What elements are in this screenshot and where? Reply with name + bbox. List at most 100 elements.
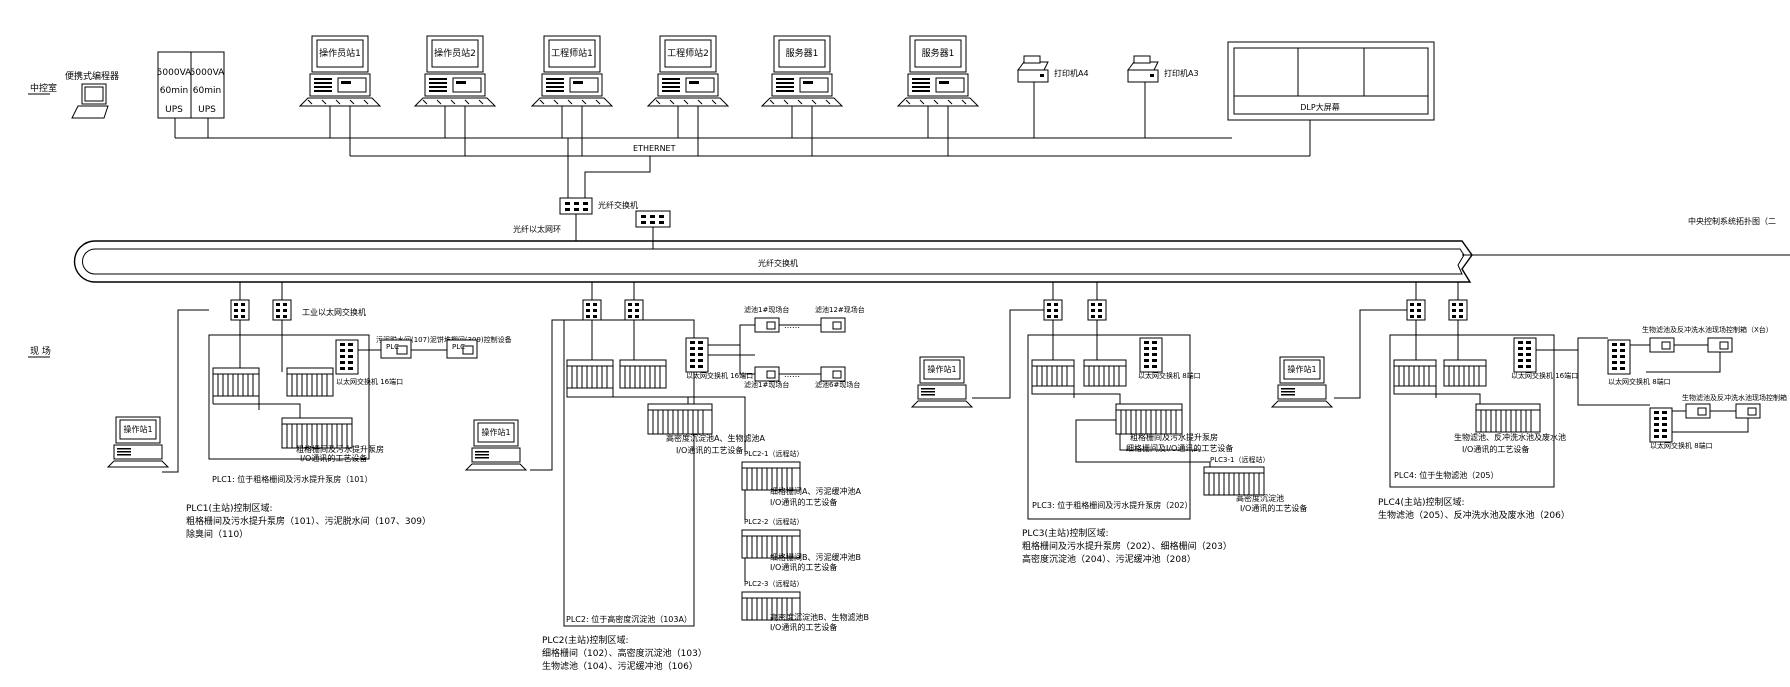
plc1-remote-plc-b: PLC xyxy=(446,339,478,359)
plc4-field-panel xyxy=(1685,403,1711,419)
diagram-title: 中央控制系统拓扑图（二 xyxy=(1688,216,1776,226)
station-label: 操作站1 xyxy=(1287,364,1316,374)
plc4-box-label: PLC4: 位于生物滤池（205） xyxy=(1394,470,1498,480)
connector-line xyxy=(1393,386,1481,404)
ups-runtime: 60min xyxy=(160,86,188,96)
fiber-switch-label: 光纤交换机 xyxy=(758,258,798,268)
plc1-area-line2: 除臭间（110） xyxy=(186,528,248,540)
plc3-area-line2: 高密度沉淀池（204）、污泥缓冲池（208） xyxy=(1022,553,1196,565)
printer-a3-icon: 打印机A3 xyxy=(1127,55,1199,83)
plc3-switch-8 xyxy=(1139,337,1163,373)
plc1-switch-16 xyxy=(335,339,359,375)
connector-line xyxy=(566,388,689,404)
plc2-operator-station: 操作站1 xyxy=(464,419,528,471)
connector-line xyxy=(1334,309,1407,399)
plc3-box-label: PLC3: 位于粗格栅间及污水提升泵房（202） xyxy=(1032,500,1192,510)
station-label: 操作站1 xyxy=(481,427,510,437)
plc4-switch-label: 以太网交换机 16端口 xyxy=(1511,371,1578,380)
fiber-switch-2 xyxy=(635,210,671,228)
plc4-io-rack xyxy=(1475,403,1541,433)
plc2-area-title: PLC2(主站)控制区域: xyxy=(542,634,629,646)
ups-label: UPS xyxy=(165,105,183,115)
connector-line xyxy=(1031,386,1121,404)
connector-line xyxy=(688,396,746,452)
plc2-area-line2: 生物滤池（104）、污泥缓冲池（106） xyxy=(542,660,698,672)
dlp-label: DLP大屏幕 xyxy=(1300,102,1339,112)
station-label: 操作员站1 xyxy=(319,47,361,59)
plc3-rack-b xyxy=(1083,359,1127,387)
plc4-rack-b xyxy=(1443,359,1487,387)
plc4-field-panel xyxy=(1707,337,1733,353)
plc1-rack-a xyxy=(212,367,260,397)
plc2-sub1-rack xyxy=(741,461,801,491)
connector-line xyxy=(530,319,564,471)
plc2-sub3-label: 高密度沉淀池B、生物滤池B xyxy=(770,612,869,622)
plc4-io-label: 生物滤池、反冲洗水池及废水池 xyxy=(1454,432,1566,442)
ring-switch xyxy=(1043,299,1063,321)
connector-line xyxy=(162,309,209,473)
connector-line xyxy=(708,324,755,346)
plc3-sub-label: 高密度沉淀池 xyxy=(1236,493,1284,503)
printer-label: 打印机A3 xyxy=(1164,68,1199,78)
zone-label-field: 现 场 xyxy=(30,346,51,357)
plc2-panel-label: 滤池1#现场台 xyxy=(744,305,789,314)
plc1-remote-plc-a: PLC xyxy=(380,339,412,359)
plc2-field-panel xyxy=(820,366,846,382)
connector-line xyxy=(1075,419,1211,470)
fiber-ring-label: 光纤以太网环 xyxy=(513,224,561,234)
industrial-switch-label: 工业以太网交换机 xyxy=(302,307,366,317)
plc2-io-rack xyxy=(647,403,713,435)
ups-capacity: 5000VA xyxy=(157,68,192,78)
plc3-operator-station: 操作站1 xyxy=(910,356,974,408)
laptop-icon xyxy=(71,83,109,119)
workstation-1: 操作员站1 xyxy=(298,35,382,107)
plc2-sub2-rack xyxy=(741,529,801,559)
connector-line xyxy=(1646,352,1721,373)
plc3-rack-a xyxy=(1031,359,1075,387)
station-label: 操作员站2 xyxy=(434,47,476,59)
plc2-sub1-label2: I/O通讯的工艺设备 xyxy=(770,497,837,507)
fiber-switch-label: 光纤交换机 xyxy=(598,200,638,210)
station-label: 服务器1 xyxy=(922,47,955,59)
plc2-box-label: PLC2: 位于高密度沉淀池（103A） xyxy=(566,614,692,624)
connector-line xyxy=(739,345,755,375)
ethernet-label: ETHERNET xyxy=(633,144,676,153)
plc2-sub1-label: 细格栅间A、污泥缓冲池A xyxy=(770,486,861,496)
plc1-io-label2: I/O通讯的工艺设备 xyxy=(300,453,367,463)
plc1-remote-label: 污泥脱水间(107)泥饼堆棚间(309)控制设备 xyxy=(376,335,512,344)
station-label: 操作站1 xyxy=(123,424,152,434)
workstation-5: 服务器1 xyxy=(760,35,844,107)
connector-line xyxy=(1119,434,1200,451)
plc2-sub2-tag: PLC2-2（远程站） xyxy=(744,517,803,526)
plc2-sub2-label: 细格栅间B、污泥缓冲池B xyxy=(770,552,861,562)
plc1-rack-b xyxy=(286,367,334,397)
plc3-sub-label2: I/O通讯的工艺设备 xyxy=(1240,503,1307,513)
workstation-2: 操作员站2 xyxy=(413,35,497,107)
ring-switch xyxy=(272,299,292,321)
plc2-panel-label: 滤池1#现场台 xyxy=(744,380,789,389)
connector-line xyxy=(1536,337,1608,351)
plc3-io-label: 粗格栅间及污水提升泵房 xyxy=(1130,432,1218,442)
plc1-operator-station: 操作站1 xyxy=(106,416,170,468)
plc2-io-label: 高密度沉淀池A、生物滤池A xyxy=(666,433,765,443)
plc4-area-line1: 生物滤池（205）、反冲洗水池及废水池（206） xyxy=(1378,509,1570,521)
fiber-ring-outer xyxy=(73,240,1473,283)
plc3-io-rack xyxy=(1115,403,1183,435)
plc3-area-title: PLC3(主站)控制区域: xyxy=(1022,527,1109,539)
connector-line xyxy=(1577,350,1650,406)
plc3-switch-label: 以太网交换机 8端口 xyxy=(1138,371,1201,380)
plc3-sub-rack xyxy=(1203,466,1265,496)
workstation-4: 工程师站2 xyxy=(646,35,730,107)
plc2-panel-label: 滤池12#现场台 xyxy=(815,305,865,314)
ring-switch xyxy=(582,299,602,321)
plc2-field-panel xyxy=(754,366,780,382)
plc1-box-label: PLC1: 位于粗格栅间及污水提升泵房（101） xyxy=(212,474,372,484)
plc4-sw2-label: 以太网交换机 8端口 xyxy=(1650,441,1713,450)
plc-label: PLC xyxy=(386,343,399,351)
plc3-sub-tag: PLC3-1（远程站） xyxy=(1210,455,1269,464)
ring-switch xyxy=(1406,299,1426,321)
ring-switch xyxy=(1448,299,1468,321)
ups-label: UPS xyxy=(198,105,216,115)
